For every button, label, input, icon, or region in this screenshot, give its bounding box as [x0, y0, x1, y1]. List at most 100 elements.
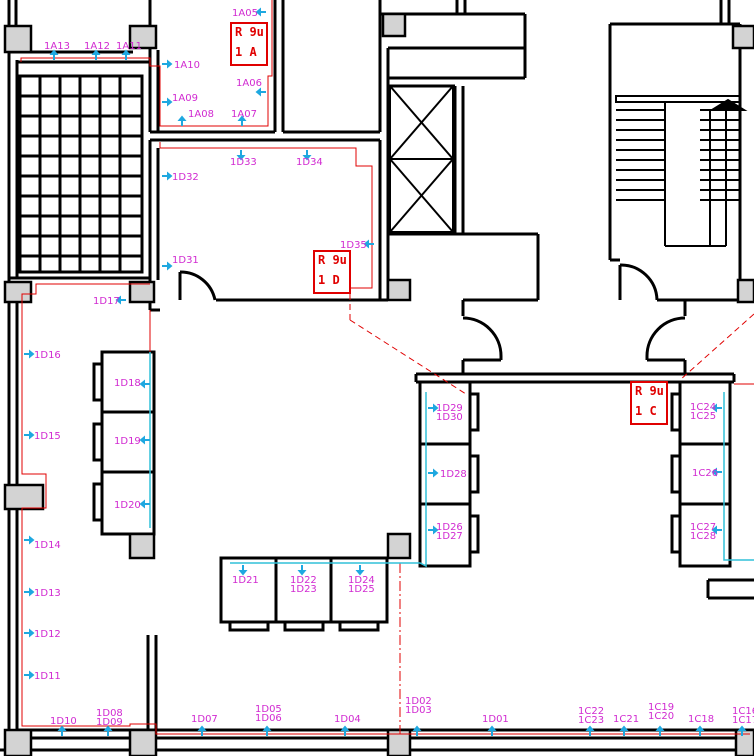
outlet-1d21: 1D21: [232, 565, 259, 586]
outlet-arrow-icon: [162, 59, 173, 69]
columns: [3, 12, 754, 756]
outlet-label: 1C25: [690, 411, 716, 422]
outlet-arrow-icon: [24, 628, 35, 638]
outlet-label: 1A06: [236, 78, 262, 89]
outlet-arrow-icon: [340, 725, 350, 736]
outlet-label: 1C18: [688, 714, 714, 725]
outlet-1a09: 1A09: [162, 93, 198, 107]
outlet-label: 1D12: [34, 629, 61, 640]
outlet-label: 1D33: [230, 157, 257, 168]
outlet-1d11: 1D11: [24, 670, 61, 682]
outlet-1d28: 1D28: [428, 468, 467, 480]
outlet-arrow-icon: [103, 725, 113, 736]
rack-id-label: 1 A: [235, 45, 257, 59]
outlet-arrow-icon: [24, 587, 35, 597]
outlet-label: 1D01: [482, 714, 509, 725]
rack-1c: R 9u 1 C: [630, 381, 668, 425]
outlet-label: 1D21: [232, 575, 259, 586]
outlet-label: 1D17: [93, 296, 120, 307]
outlet-label: 1D35: [340, 240, 367, 251]
rack-box: [313, 250, 351, 294]
outlet-1d12: 1D12: [24, 628, 61, 640]
rack-1d: R 9u1 D: [313, 250, 351, 294]
outlet-arrow-icon: [24, 349, 35, 359]
outlet-1c21: 1C21: [613, 714, 639, 736]
racks: R 9u1 AR 9u1 DR 9u1 C: [230, 22, 668, 425]
outlet-arrow-icon: [428, 403, 439, 413]
outlet-1d34: 1D34: [296, 150, 323, 168]
outlet-arrow-icon: [162, 97, 173, 107]
outlet-1a12: 1A12: [84, 41, 110, 60]
outlet-label: 1D07: [191, 714, 218, 725]
outlet-arrow-icon: [197, 725, 207, 736]
elevator-shaft: [389, 85, 454, 233]
outlet-label: 1D11: [34, 671, 61, 682]
outlet-label: 1C20: [648, 711, 674, 722]
outlet-label: 1D14: [34, 540, 61, 551]
outlet-label: 1C19: [648, 702, 674, 713]
outlet-arrow-icon: [115, 295, 126, 305]
stairs: [615, 95, 748, 247]
outlet-arrow-icon: [139, 499, 150, 509]
outlet-arrow-icon: [162, 171, 173, 181]
outlet-1c16-1c17: 1C161C17: [732, 706, 754, 736]
outlet-label: 1A09: [172, 93, 198, 104]
outlet-arrow-icon: [24, 670, 35, 680]
outlet-arrow-icon: [91, 49, 101, 60]
outlet-label: 1D18: [114, 378, 141, 389]
outlet-arrow-icon: [585, 725, 595, 736]
outlet-arrow-icon: [302, 150, 312, 161]
outlet-1a07: 1A07: [231, 109, 257, 126]
outlet-label: 1D13: [34, 588, 61, 599]
outlet-1d01: 1D01: [482, 714, 509, 736]
outlet-label: 1C23: [578, 715, 604, 726]
outlet-label: 1A05: [232, 8, 258, 19]
outlet-label: 1D24: [348, 575, 375, 586]
outlet-label: 1D26: [436, 522, 463, 533]
outlet-1a13: 1A13: [44, 41, 70, 60]
outlet-label: 1A13: [44, 41, 70, 52]
outlet-arrow-icon: [177, 115, 187, 126]
rack-1a: R 9u 1 A: [230, 22, 268, 66]
outlet-1d13: 1D13: [24, 587, 61, 599]
outlet-arrow-icon: [49, 49, 59, 60]
outlet-label: 1D25: [348, 584, 375, 595]
outlet-1c26: 1C26: [692, 467, 722, 479]
cable-routes: [20, 0, 754, 735]
outlet-1a08: 1A08: [177, 109, 214, 126]
outlet-1d33: 1D33: [230, 150, 257, 168]
outlet-arrow-icon: [162, 261, 173, 271]
outlet-label: 1A12: [84, 41, 110, 52]
outlet-label: 1D32: [172, 172, 199, 183]
outlet-label: 1C16: [732, 706, 754, 717]
outlet-arrow-icon: [139, 435, 150, 445]
rack-size-label: R 9u: [635, 384, 664, 398]
outlet-1d31: 1D31: [162, 255, 199, 271]
outlet-arrow-icon: [428, 468, 439, 478]
outlet-1d32: 1D32: [162, 171, 199, 183]
outlet-arrow-icon: [57, 725, 67, 736]
outlet-arrow-icon: [139, 379, 150, 389]
outlet-label: 1C26: [692, 468, 718, 479]
rack-size-label: R 9u: [235, 25, 264, 39]
outlet-label: 1D09: [96, 717, 123, 728]
rack-id-label: 1 C: [635, 404, 657, 418]
outlet-1d15: 1D15: [24, 430, 61, 442]
outlet-arrow-icon: [237, 115, 247, 126]
rack-size-label: R 9u: [318, 253, 347, 267]
outlet-label: 1A08: [188, 109, 214, 120]
outlet-label: 1A11: [116, 41, 142, 52]
outlet-label: 1D27: [436, 531, 463, 542]
outlet-label: 1D23: [290, 584, 317, 595]
grid-ceiling: [18, 74, 144, 274]
